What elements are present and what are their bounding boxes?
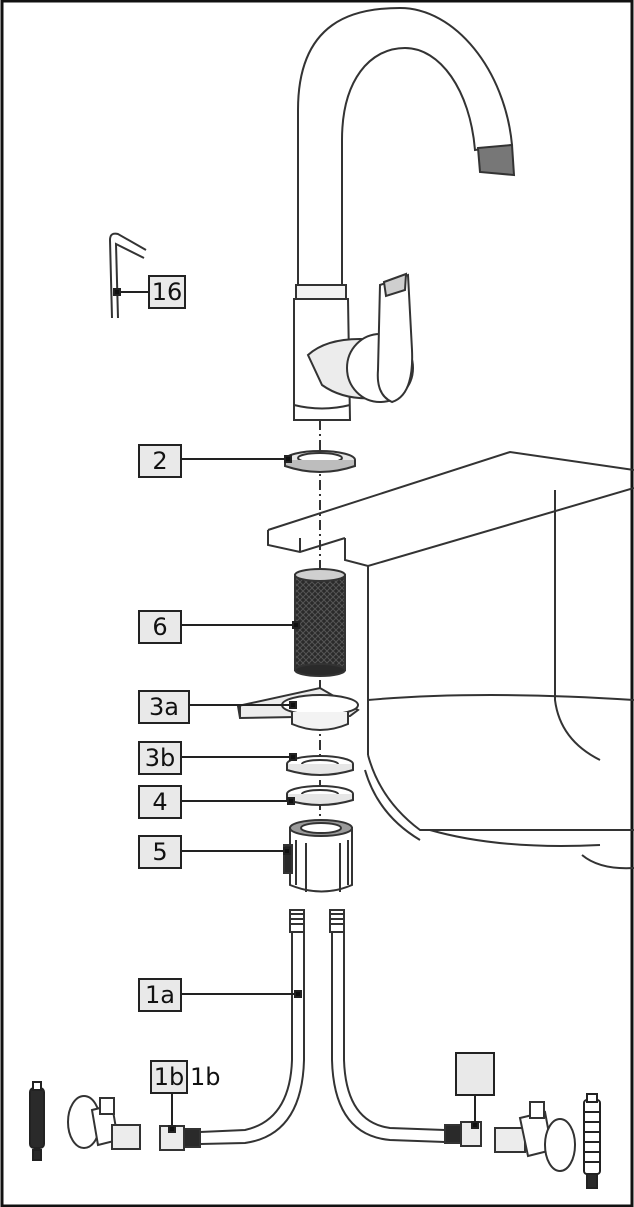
- right-filter-icon: [583, 1093, 601, 1189]
- part-label-1b-duplicate: 1b: [190, 1063, 221, 1091]
- part-label-5: 5: [138, 835, 182, 869]
- part-label-blank: [455, 1052, 495, 1096]
- left-hose-nut: [159, 1125, 201, 1151]
- left-angle-valve: [67, 1095, 141, 1150]
- part-label-4: 4: [138, 785, 182, 819]
- left-filter-icon: [29, 1081, 45, 1161]
- right-angle-valve: [494, 1101, 576, 1172]
- allen-key: [108, 232, 147, 319]
- part-label-3a: 3a: [138, 690, 190, 724]
- flex-hoses: [199, 909, 446, 1145]
- mounting-plate: [236, 686, 360, 731]
- part-label-1a: 1a: [138, 978, 182, 1012]
- leader-lines: [113, 288, 479, 1133]
- threaded-stud: [294, 568, 346, 677]
- part-label-2: 2: [138, 444, 182, 478]
- washer-3b: [286, 755, 354, 776]
- seal-ring: [284, 450, 356, 473]
- part-label-3b: 3b: [138, 741, 182, 775]
- part-label-16: 16: [148, 275, 186, 309]
- washer-4: [286, 785, 354, 806]
- part-label-6: 6: [138, 610, 182, 644]
- sink-outline: [267, 450, 634, 870]
- part-label-1b: 1b: [150, 1060, 188, 1094]
- faucet-body: [293, 6, 516, 421]
- fixing-nut: [283, 819, 353, 893]
